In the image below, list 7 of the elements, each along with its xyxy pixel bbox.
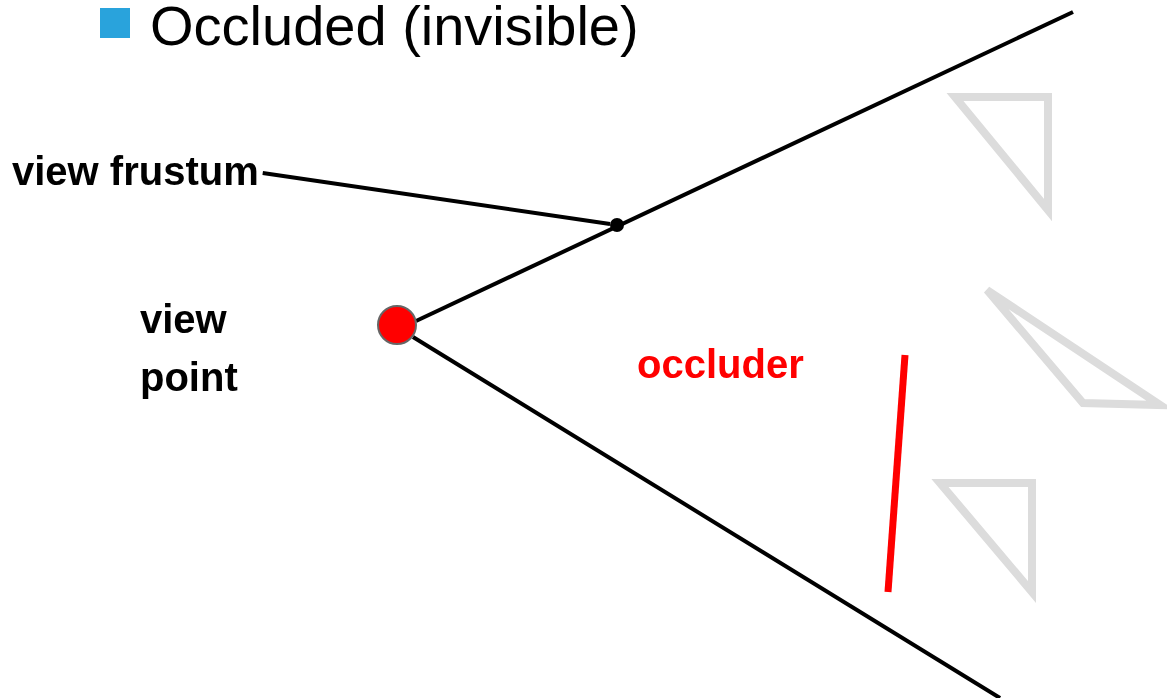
occluder-label: occluder <box>637 341 804 388</box>
label-text: view frustum <box>12 142 259 200</box>
label-text: view point <box>140 296 239 401</box>
point-marker <box>610 218 624 232</box>
heading: Occluded (invisible) <box>150 0 639 58</box>
leader-line <box>262 171 611 226</box>
viewpoint-circle <box>377 305 417 345</box>
